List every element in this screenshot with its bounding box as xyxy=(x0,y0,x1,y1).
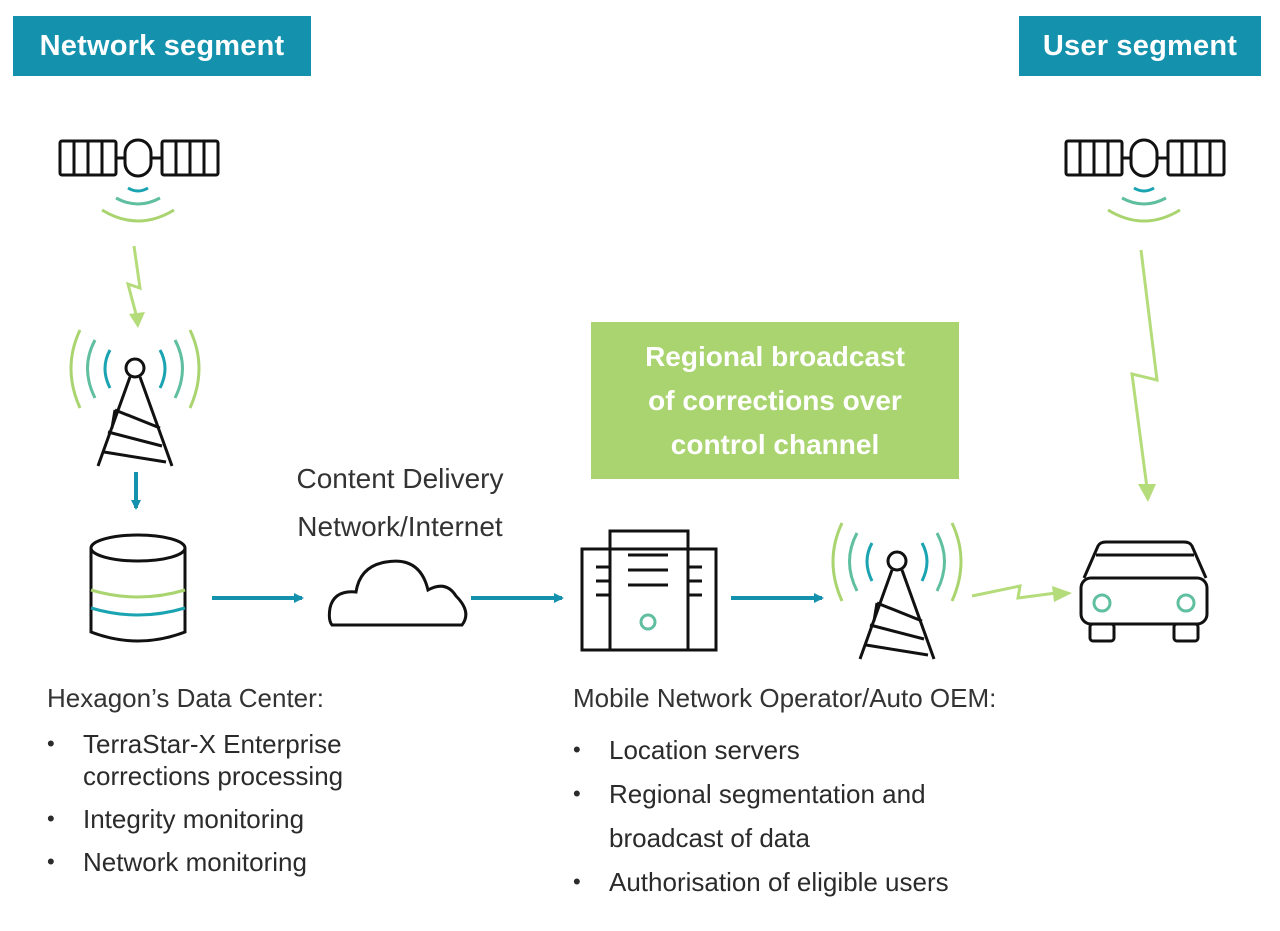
car-icon xyxy=(1079,540,1209,643)
lightning-link-icon-sat-car xyxy=(1130,249,1159,502)
user-segment-badge: User segment xyxy=(1019,16,1261,76)
mno-title: Mobile Network Operator/Auto OEM: xyxy=(573,683,997,713)
cdn-label: Content Delivery Network/Internet xyxy=(260,455,540,551)
list-item: Location servers xyxy=(573,728,1013,772)
data-center-title: Hexagon’s Data Center: xyxy=(47,683,325,713)
cdn-label-line-1: Content Delivery xyxy=(296,463,504,494)
cell-tower-icon-mno xyxy=(831,522,963,660)
callout-line-3: control channel xyxy=(670,428,880,460)
network-segment-label: Network segment xyxy=(39,29,285,62)
cloud-icon xyxy=(327,559,468,627)
list-item: Authorisation of eligible users xyxy=(573,860,1013,904)
satellite-icon-user xyxy=(1064,138,1226,223)
server-building-icon xyxy=(580,529,718,652)
callout-line-2: of corrections over xyxy=(648,384,902,416)
data-center-list: TerraStar-X Enterprise corrections proce… xyxy=(47,728,427,889)
lightning-link-icon-sat-tower xyxy=(125,245,145,328)
list-item: Integrity monitoring xyxy=(47,803,427,835)
list-item: Regional segmentation and broadcast of d… xyxy=(573,772,979,860)
satellite-icon-network xyxy=(58,138,220,223)
cdn-label-line-2: Network/Internet xyxy=(297,511,503,542)
mno-list: Location servers Regional segmentation a… xyxy=(573,728,1013,904)
callout-line-1: Regional broadcast xyxy=(645,340,905,372)
database-icon xyxy=(89,533,187,643)
cell-tower-icon-network xyxy=(69,329,201,467)
list-item: Network monitoring xyxy=(47,846,427,878)
regional-broadcast-callout: Regional broadcast of corrections over c… xyxy=(591,322,959,479)
network-segment-badge: Network segment xyxy=(13,16,311,76)
list-item: TerraStar-X Enterprise corrections proce… xyxy=(47,728,427,792)
lightning-link-icon-tower-car xyxy=(971,584,1072,602)
user-segment-label: User segment xyxy=(1042,29,1238,62)
